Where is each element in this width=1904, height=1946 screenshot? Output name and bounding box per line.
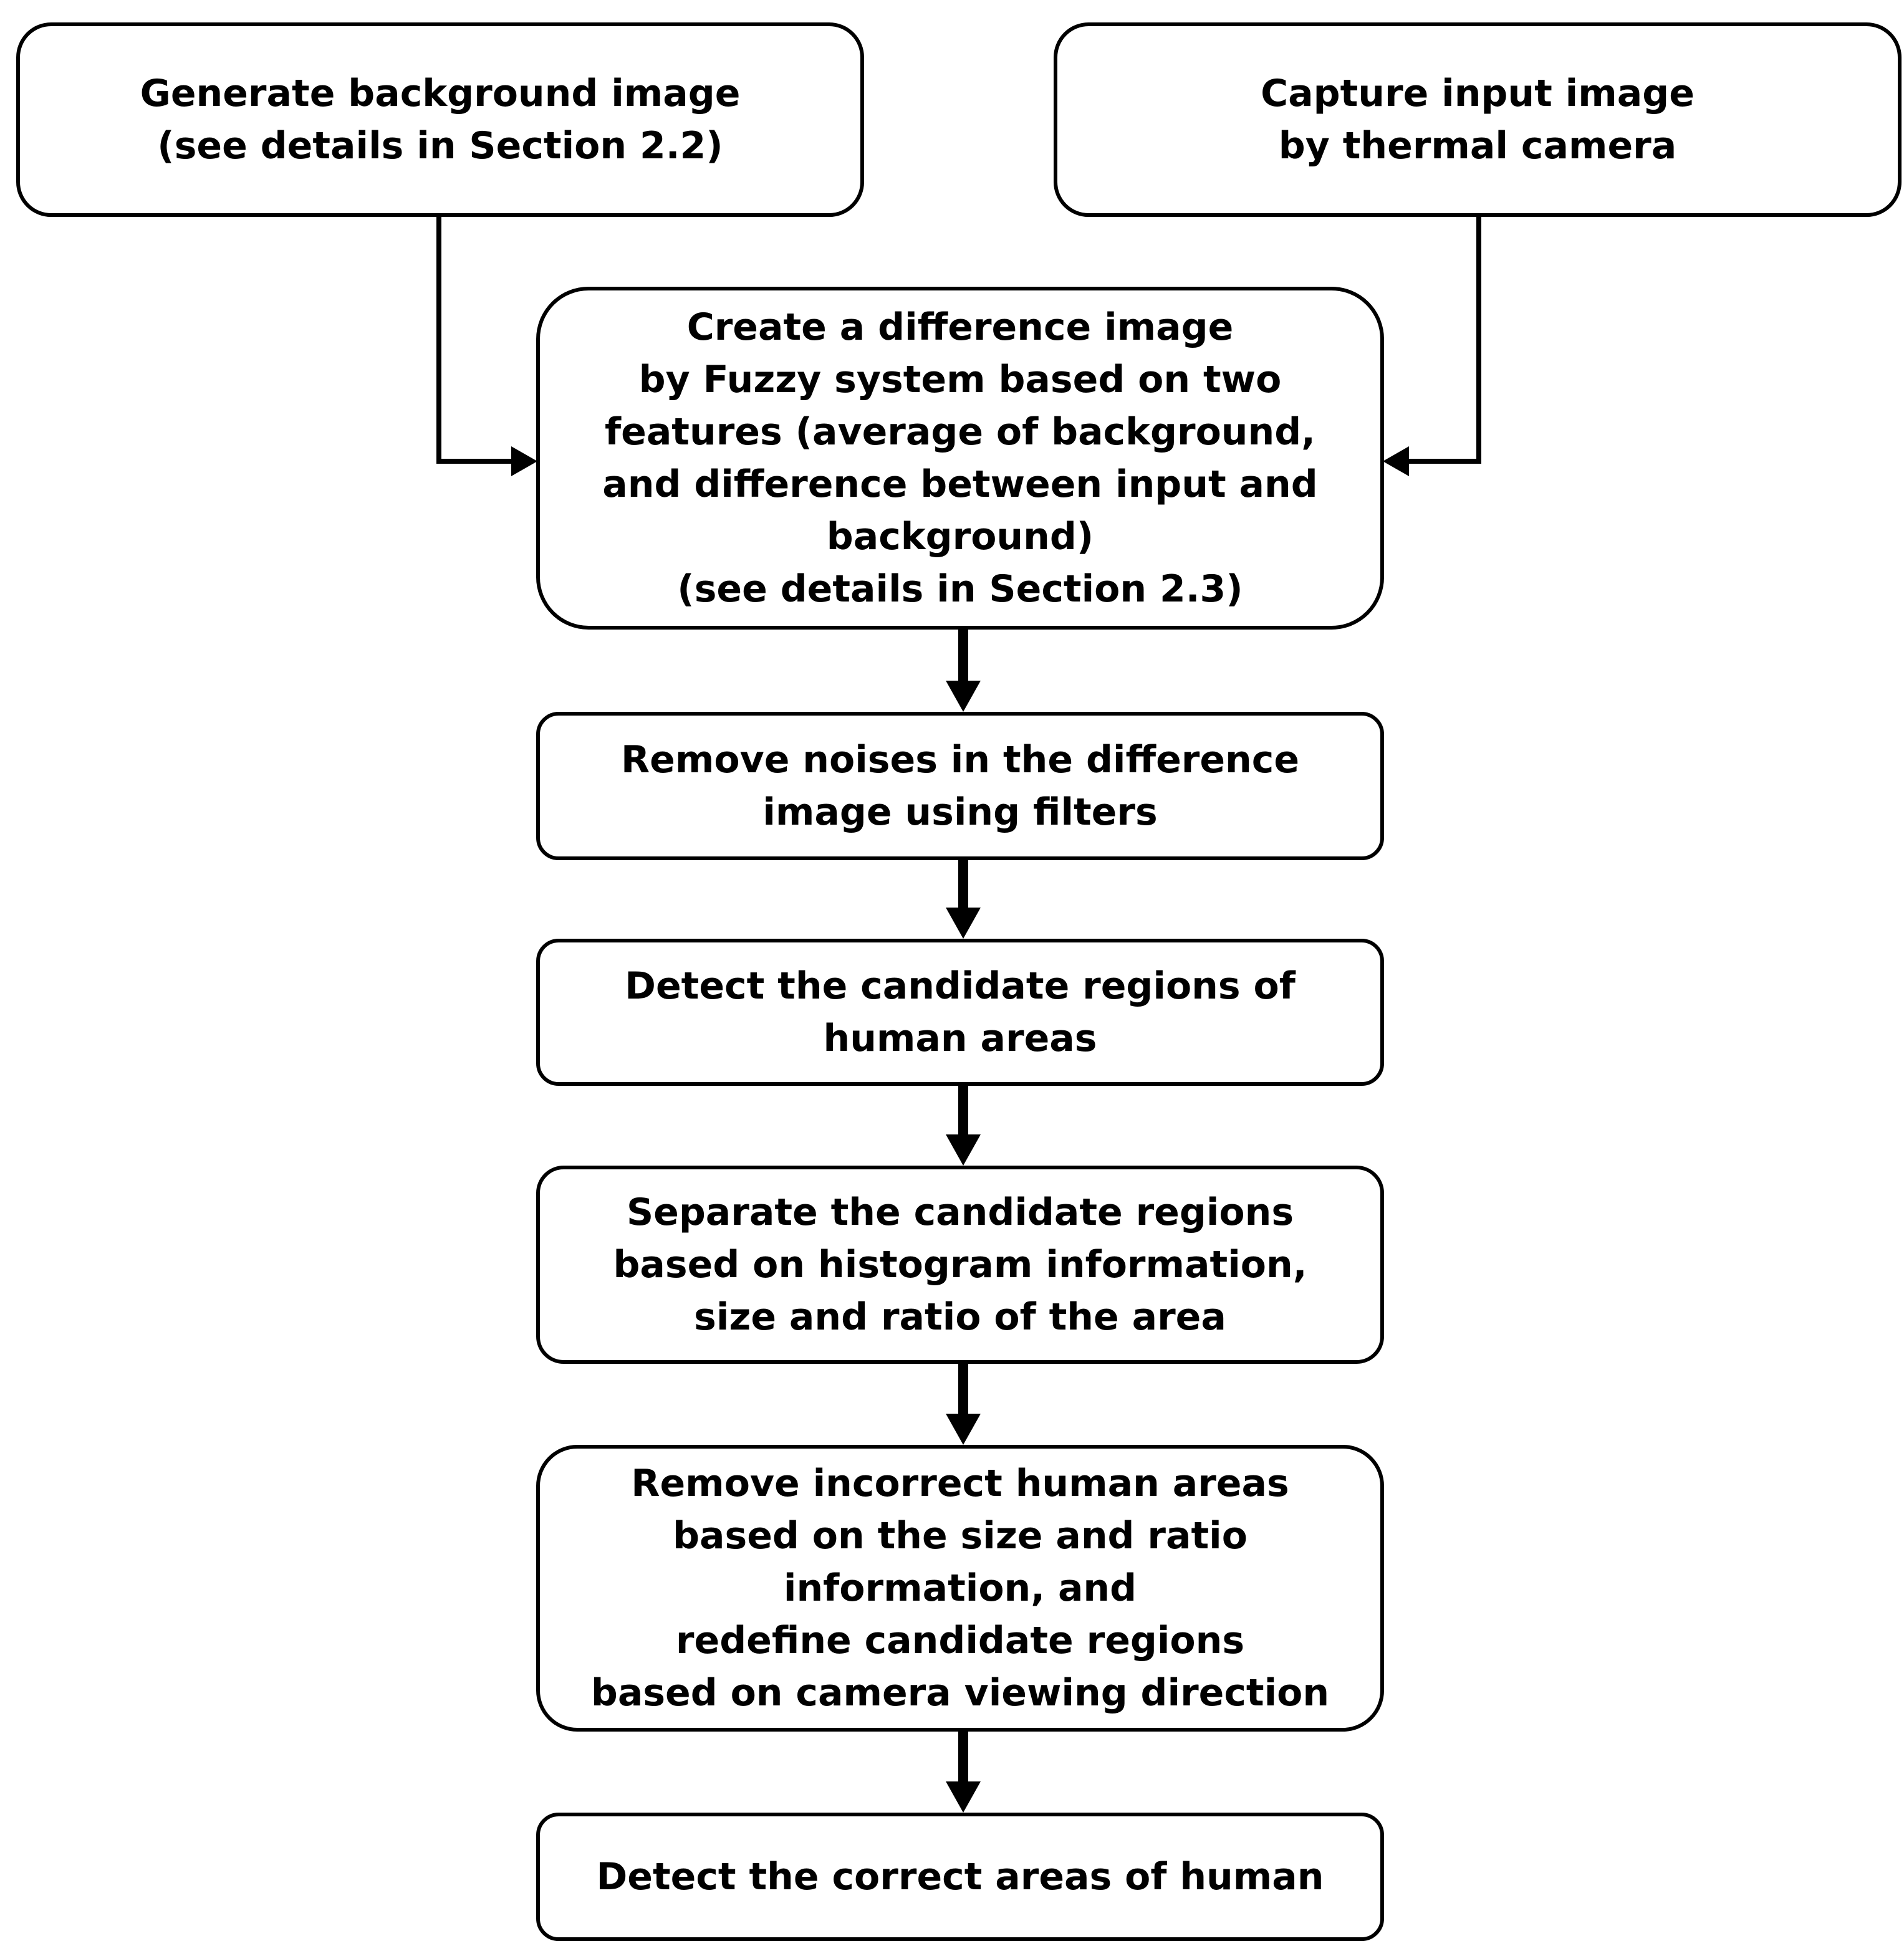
- arrowhead-difference-to-noise: [946, 681, 981, 712]
- node-text-line: based on camera viewing direction: [590, 1671, 1330, 1715]
- node-text-line: human areas: [823, 1017, 1097, 1060]
- node-remove-incorrect: Remove incorrect human areas based on th…: [536, 1445, 1384, 1732]
- arrowhead-generate-to-difference: [511, 446, 537, 476]
- arrowhead-separate-to-remove: [946, 1414, 981, 1445]
- node-text-line: by Fuzzy system based on two: [638, 358, 1282, 401]
- node-text-line: features (average of background,: [605, 410, 1315, 454]
- node-text-line: Detect the correct areas of human: [596, 1855, 1324, 1899]
- edge-generate-to-difference: [436, 217, 515, 464]
- arrowhead-capture-to-difference: [1383, 446, 1409, 476]
- node-text-line: Create a difference image: [686, 305, 1234, 349]
- node-text-line: and difference between input and: [602, 463, 1318, 506]
- node-text-line: Remove noises in the difference: [620, 738, 1300, 782]
- node-text-line: by thermal camera: [1278, 124, 1677, 168]
- node-text-line: Separate the candidate regions: [626, 1191, 1294, 1234]
- arrowhead-candidate-to-separate: [946, 1134, 981, 1166]
- node-text-line: Capture input image: [1261, 72, 1695, 115]
- arrowhead-noise-to-candidate: [946, 908, 981, 939]
- node-text-line: based on histogram information,: [613, 1243, 1307, 1287]
- node-text-line: (see details in Section 2.2): [157, 124, 723, 168]
- node-capture-input: Capture input image by thermal camera: [1054, 22, 1902, 217]
- node-text-line: Remove incorrect human areas: [631, 1462, 1289, 1505]
- node-text-line: (see details in Section 2.3): [677, 567, 1243, 611]
- edge-capture-to-difference: [1405, 217, 1481, 464]
- node-text-line: size and ratio of the area: [694, 1295, 1226, 1339]
- node-remove-noises: Remove noises in the difference image us…: [536, 712, 1384, 860]
- arrowhead-remove-to-detect: [946, 1781, 981, 1813]
- node-text-line: information, and: [783, 1566, 1137, 1610]
- node-detect-candidates: Detect the candidate regions of human ar…: [536, 939, 1384, 1086]
- node-text-line: redefine candidate regions: [675, 1619, 1245, 1662]
- node-separate-candidates: Separate the candidate regions based on …: [536, 1166, 1384, 1364]
- node-text-line: based on the size and ratio: [673, 1514, 1248, 1558]
- node-create-difference: Create a difference image by Fuzzy syste…: [536, 287, 1384, 630]
- node-detect-correct: Detect the correct areas of human: [536, 1813, 1384, 1941]
- node-text-line: Detect the candidate regions of: [625, 964, 1296, 1008]
- node-text-line: background): [826, 515, 1094, 558]
- node-generate-background: Generate background image (see details i…: [16, 22, 864, 217]
- node-text-line: image using filters: [762, 790, 1158, 834]
- node-text-line: Generate background image: [140, 72, 741, 115]
